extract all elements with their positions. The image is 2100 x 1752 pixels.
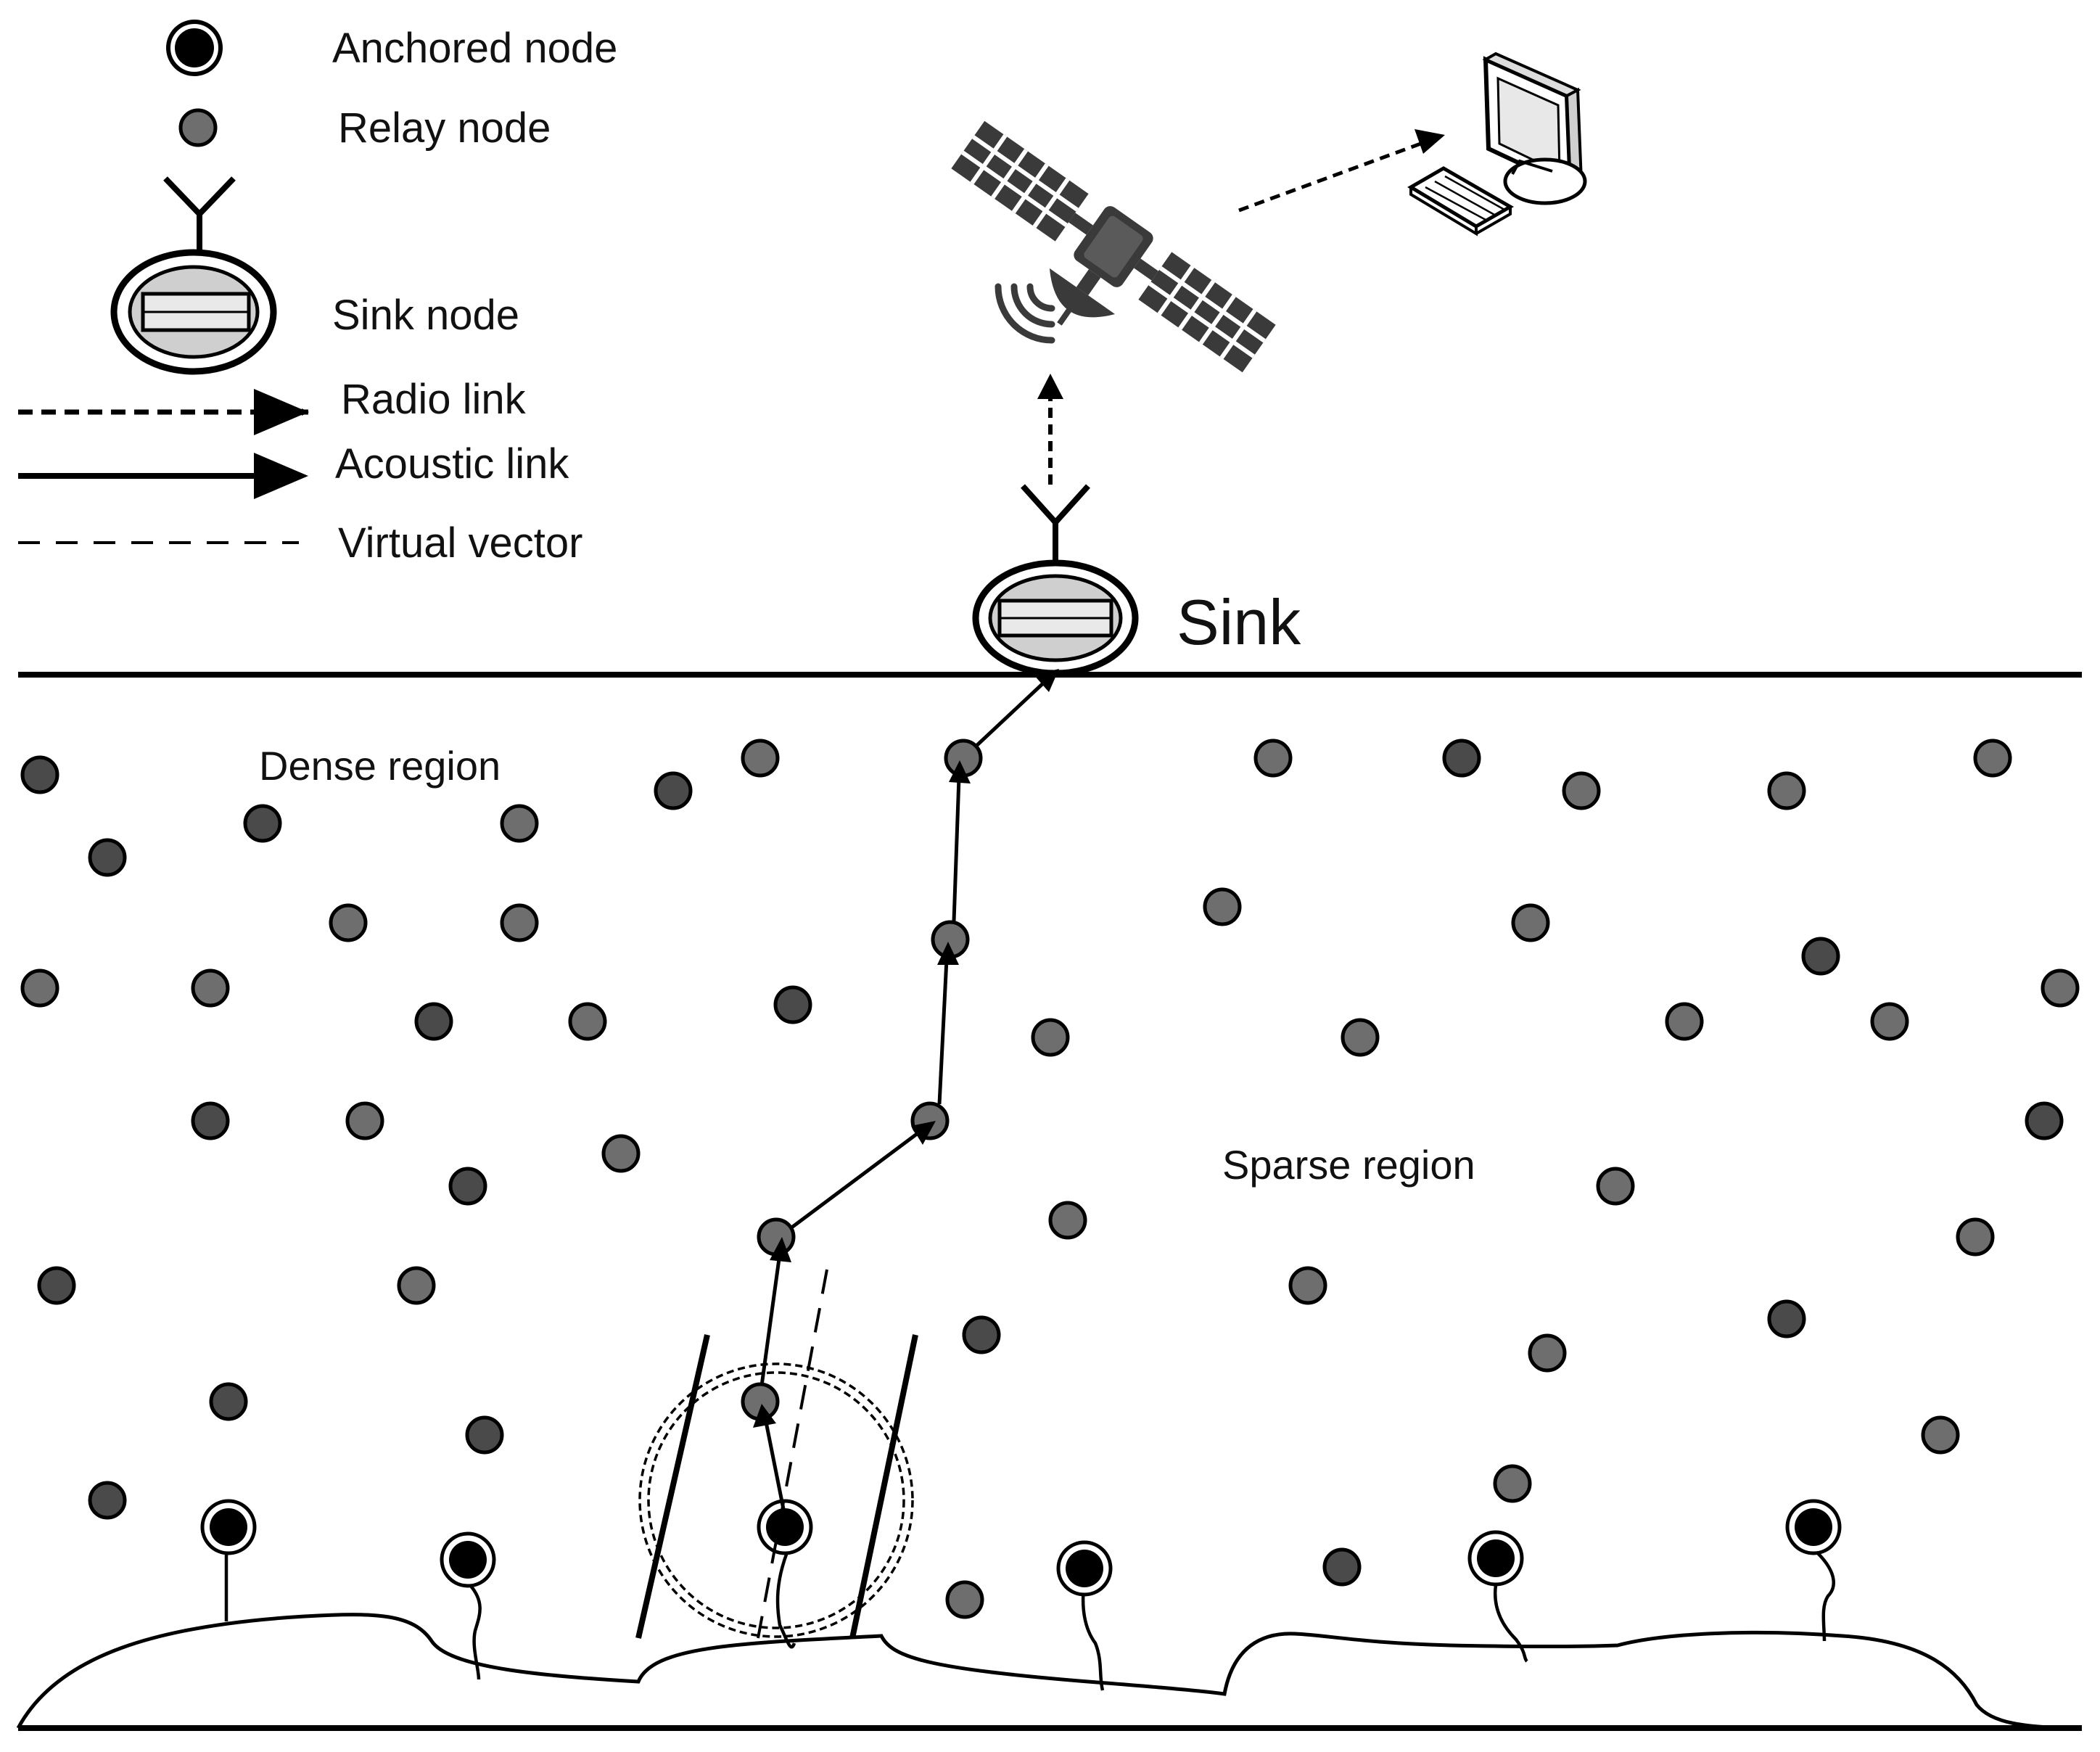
relay-node bbox=[500, 903, 539, 942]
relay-node bbox=[1870, 1002, 1909, 1041]
relay-node bbox=[329, 903, 368, 942]
relay-node bbox=[191, 968, 230, 1008]
relay-node bbox=[1665, 1002, 1704, 1041]
acoustic-link bbox=[937, 958, 949, 1105]
legend-radio-link-arrowhead bbox=[254, 389, 308, 435]
acoustic-routing-path bbox=[759, 680, 1046, 1517]
anchored-node bbox=[1467, 1530, 1524, 1587]
acoustic-link bbox=[789, 1130, 921, 1230]
satellite-to-computer-arrowhead bbox=[1415, 129, 1445, 154]
relay-node bbox=[20, 755, 59, 794]
legend-acoustic-link-label: Acoustic link bbox=[335, 440, 569, 488]
relay-node bbox=[465, 1415, 504, 1455]
relay-node bbox=[2025, 1101, 2064, 1140]
relay-nodes bbox=[20, 739, 2080, 1619]
anchored-node bbox=[1785, 1499, 1842, 1555]
relay-node bbox=[741, 739, 780, 778]
legend: Anchored node Relay node Sink node Radio… bbox=[18, 20, 617, 567]
satellite-icon bbox=[951, 120, 1276, 373]
satellite-signal-icon bbox=[995, 283, 1055, 344]
relay-node bbox=[209, 1382, 248, 1421]
legend-sink-node-label: Sink node bbox=[332, 292, 519, 339]
relay-node bbox=[1767, 771, 1806, 810]
relay-node bbox=[37, 1266, 76, 1305]
acoustic-link bbox=[759, 1253, 782, 1386]
relay-node bbox=[88, 838, 127, 877]
legend-virtual-vector-label: Virtual vector bbox=[338, 519, 582, 567]
relay-node bbox=[20, 968, 59, 1008]
relay-node bbox=[191, 1101, 230, 1140]
relay-node bbox=[1528, 1333, 1567, 1373]
relay-node bbox=[88, 1481, 127, 1520]
relay-node bbox=[1031, 1018, 1070, 1057]
anchor-tether bbox=[1081, 1581, 1105, 1691]
relay-node bbox=[1511, 903, 1550, 942]
relay-node bbox=[1288, 1266, 1327, 1305]
relay-node bbox=[945, 1580, 984, 1619]
relay-node bbox=[601, 1134, 641, 1173]
relay-node bbox=[2041, 968, 2080, 1008]
relay-node bbox=[414, 1002, 453, 1041]
acoustic-link bbox=[975, 680, 1046, 747]
relay-node bbox=[654, 771, 693, 810]
forwarding-boundary-left bbox=[635, 1334, 710, 1639]
dense-region-label: Dense region bbox=[259, 743, 501, 789]
relay-node bbox=[500, 804, 539, 843]
anchored-node bbox=[200, 1499, 257, 1555]
sink-label: Sink bbox=[1177, 586, 1301, 658]
anchored-node bbox=[1056, 1540, 1113, 1597]
relay-node bbox=[1596, 1167, 1635, 1206]
relay-node bbox=[448, 1167, 487, 1206]
seabed-outline bbox=[16, 1613, 2083, 1730]
relay-node bbox=[1322, 1547, 1362, 1587]
relay-node bbox=[962, 1315, 1001, 1354]
relay-node bbox=[1253, 739, 1293, 778]
anchored-node bbox=[440, 1531, 496, 1588]
legend-relay-node-label: Relay node bbox=[338, 104, 551, 152]
anchored-nodes bbox=[200, 1499, 1842, 1691]
relay-node bbox=[1767, 1299, 1806, 1338]
anchor-tether bbox=[1816, 1551, 1835, 1642]
relay-node bbox=[1341, 1018, 1380, 1057]
relay-node bbox=[397, 1266, 436, 1305]
legend-radio-link-label: Radio link bbox=[341, 376, 527, 423]
sparse-region-label: Sparse region bbox=[1222, 1142, 1475, 1188]
acoustic-link bbox=[952, 777, 961, 922]
relay-node bbox=[1921, 1415, 1960, 1455]
relay-node bbox=[1562, 771, 1601, 810]
relay-node bbox=[1493, 1464, 1532, 1503]
relay-node bbox=[1956, 1217, 1995, 1257]
sink-to-satellite-arrowhead bbox=[1037, 374, 1063, 399]
acoustic-arrowheads bbox=[753, 669, 1059, 1428]
relay-node bbox=[243, 804, 282, 843]
legend-relay-node-symbol bbox=[178, 108, 218, 147]
virtual-vector-line bbox=[757, 1269, 828, 1639]
forwarding-region bbox=[635, 1334, 918, 1639]
anchored-node bbox=[757, 1499, 813, 1555]
computer-icon bbox=[1407, 52, 1587, 237]
acoustic-link bbox=[763, 1418, 787, 1517]
satellite-to-computer-radio-link bbox=[1238, 137, 1433, 213]
anchor-tether bbox=[775, 1552, 796, 1649]
relay-node bbox=[1203, 887, 1242, 926]
relay-node bbox=[568, 1002, 607, 1041]
legend-acoustic-link-arrowhead bbox=[254, 453, 308, 499]
forwarding-boundary-right bbox=[849, 1334, 918, 1639]
relay-node bbox=[1801, 937, 1840, 976]
anchor-tether bbox=[469, 1584, 482, 1680]
relay-node bbox=[345, 1101, 384, 1140]
relay-node bbox=[1048, 1201, 1087, 1240]
relay-node bbox=[1973, 739, 2012, 778]
relay-node bbox=[1442, 739, 1481, 778]
legend-sink-node-symbol bbox=[110, 176, 277, 375]
anchor-tether bbox=[1494, 1584, 1528, 1663]
sink-node bbox=[972, 484, 1139, 677]
legend-anchored-node-label: Anchored node bbox=[332, 25, 617, 72]
legend-anchored-node-symbol bbox=[166, 20, 223, 76]
relay-node bbox=[773, 985, 812, 1024]
